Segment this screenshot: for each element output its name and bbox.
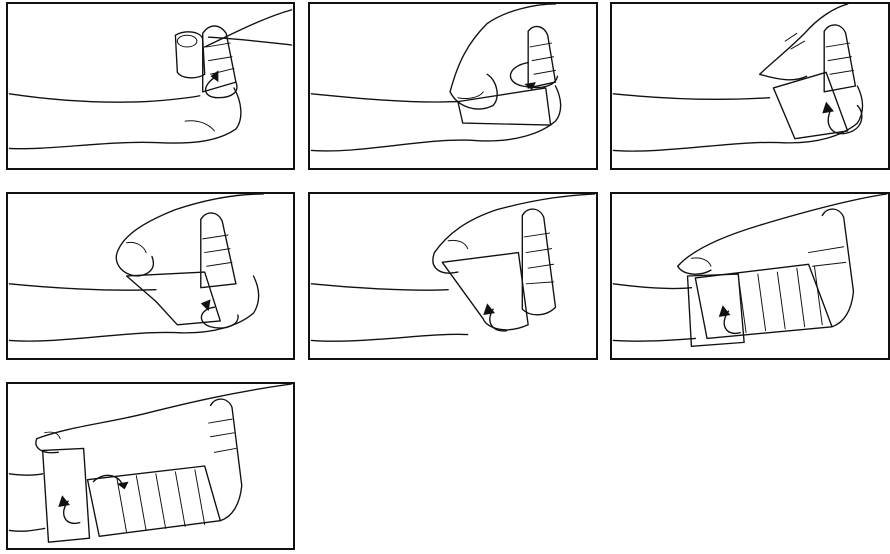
leg-bandage-step-3-icon <box>612 4 888 168</box>
leg-bandage-step-7-icon <box>8 384 293 548</box>
panel-3 <box>610 2 890 170</box>
leg-bandage-step-2-icon <box>310 4 596 168</box>
leg-bandage-step-4-icon <box>8 194 293 358</box>
panel-1 <box>6 2 295 170</box>
leg-bandage-step-6-icon <box>612 194 888 358</box>
panel-7 <box>6 382 295 550</box>
leg-bandage-step-5-icon <box>310 194 596 358</box>
panel-5 <box>308 192 598 360</box>
panel-2 <box>308 2 598 170</box>
leg-bandage-step-1-icon <box>8 4 293 168</box>
panel-6 <box>610 192 890 360</box>
panel-4 <box>6 192 295 360</box>
